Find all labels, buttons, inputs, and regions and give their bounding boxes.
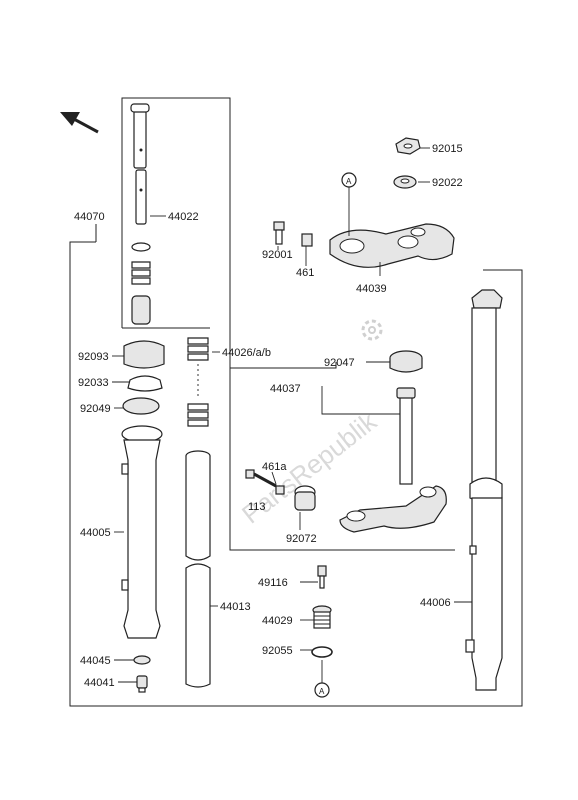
assembly-frame-inner — [230, 362, 337, 369]
fork-spring — [187, 337, 209, 427]
label-92022: 92022 — [432, 177, 463, 189]
label-461a: 461a — [262, 461, 287, 473]
inner-tube-left — [185, 450, 211, 688]
label-49116: 49116 — [258, 577, 288, 589]
o-ring-92055 — [311, 646, 333, 658]
upper-bracket-44039 — [329, 223, 455, 268]
nut-461 — [301, 233, 313, 247]
clamp-92072 — [294, 485, 316, 511]
label-44022: 44022 — [168, 211, 199, 223]
label-44006: 44006 — [420, 597, 451, 609]
label-92033: 92033 — [78, 377, 109, 389]
washer-92022 — [393, 175, 417, 189]
air-valve-49116 — [317, 565, 327, 589]
bolt-92001 — [273, 221, 285, 245]
label-44041: 44041 — [84, 677, 115, 689]
label-92047: 92047 — [324, 357, 355, 369]
assembly-frame-upper — [121, 97, 455, 551]
label-44026: 44026/a/b — [222, 347, 271, 359]
washer-44045 — [133, 655, 151, 665]
label-44045: 44045 — [80, 655, 111, 667]
nut-461a — [275, 485, 285, 495]
cap-bolt-44029 — [312, 605, 332, 629]
bolt-113 — [245, 469, 277, 488]
nut-92015 — [395, 137, 421, 155]
damper-rod-assembly — [130, 103, 151, 325]
label-44039: 44039 — [356, 283, 387, 295]
label-92093: 92093 — [78, 351, 109, 363]
label-44037: 44037 — [270, 383, 301, 395]
label-44013: 44013 — [220, 601, 251, 613]
label-92001: 92001 — [262, 249, 293, 261]
label-44070: 44070 — [74, 211, 105, 223]
bolt-44041 — [136, 675, 148, 693]
label-113: 113 — [248, 501, 266, 513]
outer-tube-left — [121, 425, 163, 639]
label-92072: 92072 — [286, 533, 317, 545]
label-44029: 44029 — [262, 615, 293, 627]
steering-stem-44037 — [339, 387, 447, 533]
fork-leg-right — [465, 289, 503, 691]
fork-seal-parts — [122, 340, 165, 415]
label-92049: 92049 — [80, 403, 111, 415]
seal-92047 — [389, 350, 423, 373]
label-92015: 92015 — [432, 143, 463, 155]
gear-icon — [361, 319, 383, 341]
ref-a-bottom: A — [319, 687, 325, 696]
assembly-frame-left — [69, 241, 523, 707]
ref-a-top: A — [346, 177, 352, 186]
front-direction-arrow-icon — [60, 112, 99, 134]
label-461: 461 — [296, 267, 314, 279]
label-92055: 92055 — [262, 645, 293, 657]
label-44005: 44005 — [80, 527, 111, 539]
